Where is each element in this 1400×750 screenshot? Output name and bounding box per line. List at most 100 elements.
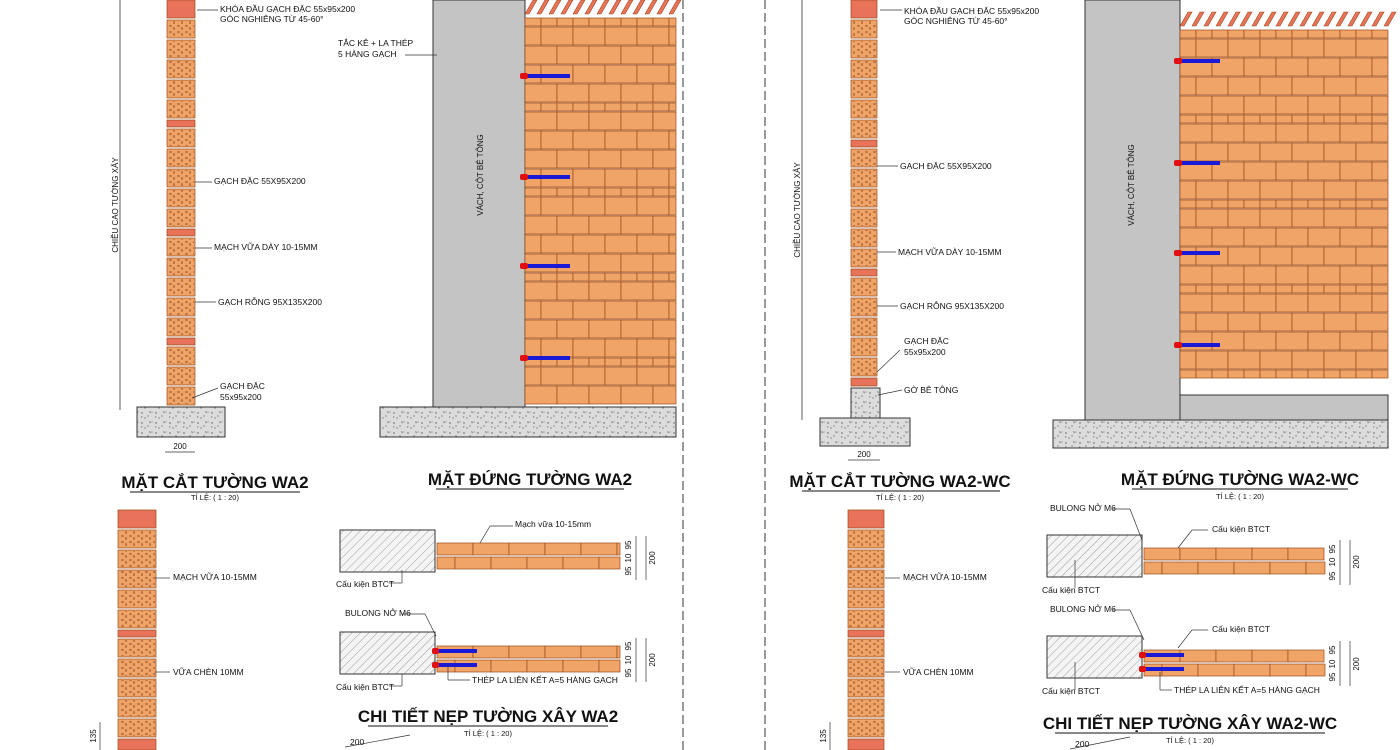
stretcher-brick [1227, 180, 1261, 200]
stretcher-brick [540, 366, 574, 386]
elevation-wa2-wc: VÁCH, CỘT BÊ TÔNG MẶT ĐỨNG TƯỜNG WA2-WC … [1052, 0, 1397, 501]
header-brick [1339, 369, 1357, 379]
stretcher-brick [1339, 95, 1373, 115]
stretcher-brick [556, 253, 590, 273]
stretcher-brick [620, 281, 654, 301]
stretcher-brick [524, 385, 558, 405]
stretcher-brick [636, 130, 670, 150]
stretcher-brick [1227, 76, 1261, 96]
stretcher-brick [556, 319, 590, 339]
detail-brick [490, 556, 528, 570]
stretcher-brick [1195, 76, 1229, 96]
stretcher-brick [1291, 180, 1325, 200]
detail-brick [508, 645, 546, 659]
header-brick [604, 357, 622, 367]
cap-brick [668, 0, 682, 15]
stretcher-brick [1275, 293, 1309, 313]
label-btct-2a: Cấu kiện BTCT [1212, 624, 1270, 634]
solid-brick [850, 139, 878, 148]
header-brick [1275, 284, 1293, 294]
detail-brick [580, 542, 618, 556]
brick-holes [168, 41, 194, 57]
section-wa2: CHIỀU CAO TƯỜNG XÂY 200 KHÓA ĐẦU GẠCH ĐẶ… [110, 0, 355, 502]
stretcher-brick [540, 196, 574, 216]
label-anchor: TẮC KÊ + LA THÉP [338, 38, 414, 48]
stretcher-brick [572, 26, 606, 46]
section-scale: TỈ LỆ: ( 1 : 20) [876, 493, 924, 502]
label-bottom-brick: GẠCH ĐẶC [904, 336, 949, 346]
stretcher-brick [524, 215, 558, 235]
detail-brick [472, 542, 510, 556]
steel-strap [437, 663, 477, 667]
stretcher-brick [1323, 76, 1357, 96]
header-brick [1259, 29, 1277, 39]
solid-brick [850, 0, 878, 19]
label-bottom-size: 55x95x200 [220, 392, 262, 402]
stretcher-brick [1275, 123, 1309, 143]
header-brick [604, 17, 622, 27]
header-brick [668, 357, 677, 367]
steel-strap [437, 649, 477, 653]
brick-holes [852, 190, 876, 206]
cap-brick [1371, 11, 1385, 27]
cap-brick [524, 0, 538, 15]
stretcher-brick [636, 338, 670, 358]
header-brick [1179, 284, 1197, 294]
stretcher-brick [1323, 180, 1357, 200]
dim-c2: 10 [1328, 557, 1337, 566]
header-brick [572, 102, 590, 112]
detail-bricks-2 [432, 645, 621, 673]
stretcher-brick [1371, 227, 1389, 247]
dim-a4: 200 [648, 551, 657, 565]
label-hollow-brick: GẠCH RỖNG 95X135X200 [218, 296, 322, 307]
detail-brick [616, 542, 621, 556]
detail-brick [544, 645, 582, 659]
stretcher-brick [604, 168, 638, 188]
solid-brick [117, 738, 157, 750]
dim-c3: 95 [1328, 571, 1337, 580]
stretcher-brick [524, 130, 542, 150]
stretcher-brick [604, 338, 638, 358]
label-mortar-detail: Mạch vữa 10-15mm [515, 519, 591, 529]
steel-anchors [1174, 58, 1220, 348]
stretcher-brick [572, 338, 606, 358]
header-brick [1195, 114, 1213, 124]
header-brick [1243, 29, 1261, 39]
detail-brick [1251, 649, 1289, 663]
detail-brick [526, 556, 564, 570]
width-dim: 200 [173, 442, 187, 451]
brick-holes [852, 150, 876, 166]
wall-anchor [520, 73, 528, 79]
dims-detail-2: 95 10 95 200 [1328, 641, 1361, 686]
brick-holes [119, 680, 155, 696]
brick-holes [168, 239, 194, 255]
stretcher-brick [1195, 142, 1229, 162]
stretcher-brick [1259, 38, 1293, 58]
stretcher-brick [636, 366, 670, 386]
cap-brick [596, 0, 610, 15]
solid-brick [850, 268, 878, 277]
expansion-bolt [432, 648, 439, 654]
steel-strap [1180, 59, 1220, 63]
stretcher-brick [588, 385, 622, 405]
stretcher-brick [1291, 208, 1325, 228]
header-brick [636, 187, 654, 197]
stretcher-brick [572, 130, 606, 150]
header-brick [1355, 114, 1373, 124]
label-angle: GÓC NGHIÊNG TỪ 45-60° [220, 14, 324, 24]
stretcher-brick [636, 234, 670, 254]
label-btct-1: Cấu kiện BTCT [336, 579, 394, 589]
detail-brick [544, 542, 582, 556]
header-brick [636, 17, 654, 27]
header-brick [1195, 284, 1213, 294]
stretcher-brick [1291, 350, 1325, 370]
detail-brick [1197, 663, 1235, 677]
stretcher-brick [1211, 227, 1245, 247]
wall-anchor [1174, 58, 1182, 64]
header-brick [1339, 114, 1357, 124]
header-brick [1323, 369, 1341, 379]
solid-brick [847, 629, 885, 638]
stretcher-brick [668, 366, 677, 386]
brick-holes [168, 299, 194, 315]
detail-brick [1305, 663, 1326, 677]
